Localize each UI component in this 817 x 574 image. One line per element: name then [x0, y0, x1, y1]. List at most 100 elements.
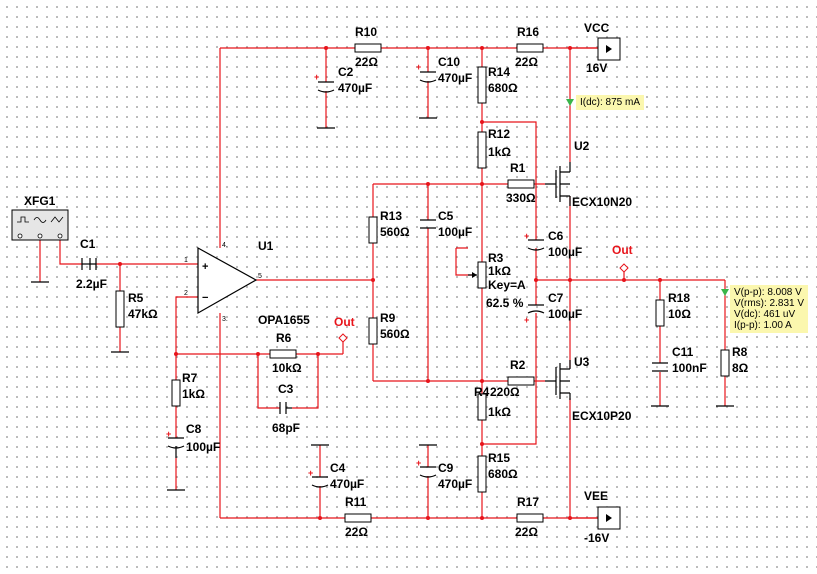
u1-model: OPA1655	[258, 313, 310, 327]
u3-model: ECX10P20	[572, 409, 632, 423]
u1-pin5: 5	[258, 273, 262, 280]
vcc-value: 16V	[586, 61, 607, 75]
svg-text:+: +	[308, 468, 313, 478]
c11-value: 100nF	[672, 361, 707, 375]
svg-text:+: +	[416, 62, 421, 72]
probe-output[interactable]: V(p-p): 8.008 V V(rms): 2.831 V V(dc): 4…	[730, 285, 809, 333]
u1-pin4: 4.	[222, 242, 228, 249]
probe-ipp: I(p-p): 1.00 A	[734, 320, 792, 331]
c8-value: 100µF	[186, 440, 220, 454]
svg-text:−: −	[202, 292, 208, 304]
r17-ref: R17	[517, 495, 539, 509]
c1-value: 2.2µF	[76, 277, 107, 291]
r14-ref: R14	[488, 65, 510, 79]
r18-ref: R18	[668, 291, 690, 305]
r7-ref: R7	[182, 371, 198, 385]
capacitors	[81, 71, 668, 488]
c6-value: 100µF	[548, 245, 582, 259]
u1-ref: U1	[258, 239, 274, 253]
r15-value: 680Ω	[488, 467, 518, 481]
c9-value: 470µF	[438, 477, 472, 491]
probe-vdc: V(dc): 461 uV	[734, 309, 796, 320]
r6-value: 10kΩ	[272, 361, 302, 375]
ground-symbols	[31, 117, 734, 491]
r18-value: 10Ω	[668, 307, 691, 321]
r16-value: 22Ω	[515, 55, 538, 69]
svg-text:+: +	[416, 458, 421, 468]
u1-pin1: 1	[184, 257, 188, 264]
r2-ref: R2	[510, 358, 526, 372]
r3-ref: R3	[488, 251, 504, 265]
c2-ref: C2	[338, 65, 354, 79]
r8-value: 8Ω	[732, 361, 749, 375]
c6-ref: C6	[548, 229, 564, 243]
c5-value: 100µF	[438, 225, 472, 239]
mosfet-u2	[545, 162, 571, 206]
u3-ref: U3	[574, 355, 590, 369]
c3-value: 68pF	[272, 421, 300, 435]
r1-value: 330Ω	[506, 191, 536, 205]
r5-value: 47kΩ	[128, 307, 158, 321]
u2-ref: U2	[574, 139, 590, 153]
u1-pin2: 2	[184, 290, 188, 297]
r11-value: 22Ω	[345, 525, 368, 539]
probe-vpp: V(p-p): 8.008 V	[734, 287, 802, 298]
supply-ports	[570, 37, 621, 530]
xfg1-label: XFG1	[24, 194, 56, 208]
r14-value: 680Ω	[488, 81, 518, 95]
r3-key: Key=A	[488, 278, 526, 292]
wires	[39, 47, 726, 519]
polarity-marks: + + + + + + +	[166, 62, 529, 478]
probe-idc[interactable]: I(dc): 875 mA	[576, 95, 645, 110]
c5-ref: C5	[438, 209, 454, 223]
opamp-u1: + −	[197, 246, 258, 315]
svg-text:+: +	[202, 261, 208, 273]
r4-ref: R4	[474, 385, 490, 399]
c9-ref: C9	[438, 461, 454, 475]
junction-dots	[118, 46, 662, 520]
r15-ref: R15	[488, 451, 510, 465]
svg-text:+: +	[524, 231, 529, 241]
r8-ref: R8	[732, 345, 748, 359]
vee-value: -16V	[584, 531, 609, 545]
r11-ref: R11	[345, 495, 367, 509]
c7-value: 100µF	[548, 307, 582, 321]
r5-ref: R5	[128, 291, 144, 305]
c2-value: 470µF	[338, 81, 372, 95]
vcc-name: VCC	[584, 21, 610, 35]
r9-ref: R9	[380, 311, 396, 325]
r9-value: 560Ω	[380, 327, 410, 341]
probe-idc-line: I(dc): 875 mA	[580, 97, 641, 108]
r13-value: 560Ω	[380, 225, 410, 239]
net-label-out-right: Out	[612, 243, 633, 257]
labels: XFG1 C1 2.2µF R5 47kΩ 1 2 4. 3. 5 U1 OPA…	[24, 21, 749, 545]
r13-ref: R13	[380, 209, 402, 223]
r2-value: 220Ω	[490, 385, 520, 399]
c10-value: 470µF	[438, 71, 472, 85]
mosfet-u3	[545, 360, 571, 400]
r10-value: 22Ω	[355, 55, 378, 69]
r7-value: 1kΩ	[182, 387, 205, 401]
r4-value: 1kΩ	[488, 405, 511, 419]
c8-ref: C8	[186, 422, 202, 436]
r12-ref: R12	[488, 127, 510, 141]
net-label-out-left: Out	[334, 315, 355, 329]
u1-pin3: 3.	[222, 316, 228, 323]
svg-text:+: +	[314, 72, 319, 82]
r3-setting: 62.5 %	[486, 296, 524, 310]
r6-ref: R6	[276, 331, 292, 345]
c7-ref: C7	[548, 291, 564, 305]
r3-value: 1kΩ	[488, 264, 511, 278]
svg-text:+: +	[524, 315, 529, 325]
probe-vrms: V(rms): 2.831 V	[734, 298, 805, 309]
c3-ref: C3	[278, 382, 294, 396]
r1-ref: R1	[510, 161, 526, 175]
c1-ref: C1	[80, 237, 96, 251]
function-generator-xfg1	[11, 209, 69, 241]
c4-ref: C4	[330, 461, 346, 475]
net-markers	[338, 99, 729, 354]
c10-ref: C10	[438, 55, 460, 69]
c4-value: 470µF	[330, 477, 364, 491]
